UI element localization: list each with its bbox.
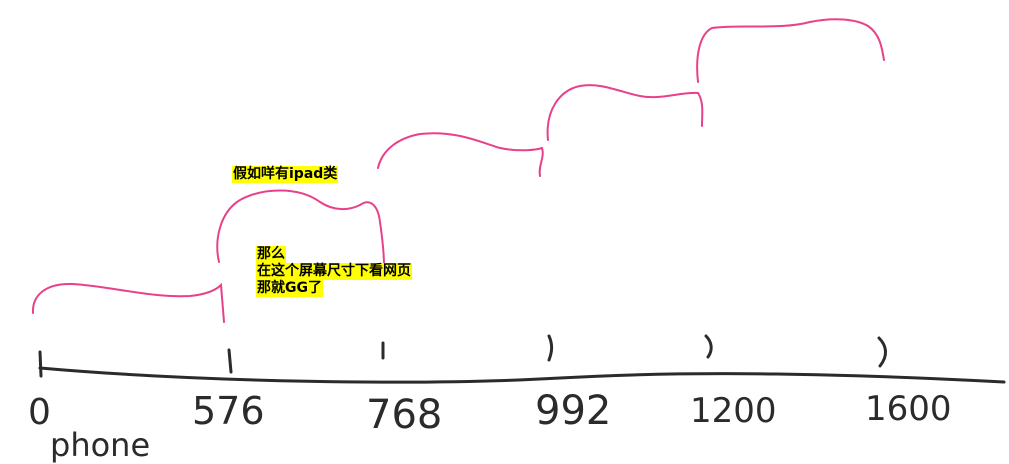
tick-label-768: 768 bbox=[366, 392, 442, 438]
note-warning-line-1: 那么 bbox=[256, 246, 286, 263]
range-brace-768-992 bbox=[377, 132, 544, 177]
tick-0 bbox=[38, 350, 43, 378]
tick-1600 bbox=[877, 336, 887, 368]
tick-992 bbox=[547, 334, 554, 362]
tick-label-992: 992 bbox=[535, 388, 611, 434]
range-brace-992-1200 bbox=[546, 84, 704, 141]
tick-1200 bbox=[704, 334, 713, 359]
range-brace-1200-1600 bbox=[696, 18, 885, 83]
tick-label-1200: 1200 bbox=[690, 391, 777, 431]
note-warning-line-3: 那就GG了 bbox=[256, 280, 323, 297]
note-warning: 那么 在这个屏幕尺寸下看网页 那就GG了 bbox=[256, 246, 412, 297]
note-warning-line-2: 在这个屏幕尺寸下看网页 bbox=[256, 263, 412, 280]
range-brace-0-576 bbox=[31, 282, 225, 323]
axis-caption-phone: phone bbox=[50, 426, 150, 464]
tick-576 bbox=[227, 348, 233, 374]
note-ipad-text: 假如咩有ipad类 bbox=[232, 166, 339, 183]
timeline-axis bbox=[38, 366, 1006, 384]
note-ipad: 假如咩有ipad类 bbox=[232, 166, 339, 183]
tick-label-1600: 1600 bbox=[865, 389, 952, 429]
tick-label-576: 576 bbox=[192, 389, 265, 433]
tick-label-0: 0 bbox=[28, 392, 51, 433]
range-brace-576-768 bbox=[216, 189, 385, 266]
